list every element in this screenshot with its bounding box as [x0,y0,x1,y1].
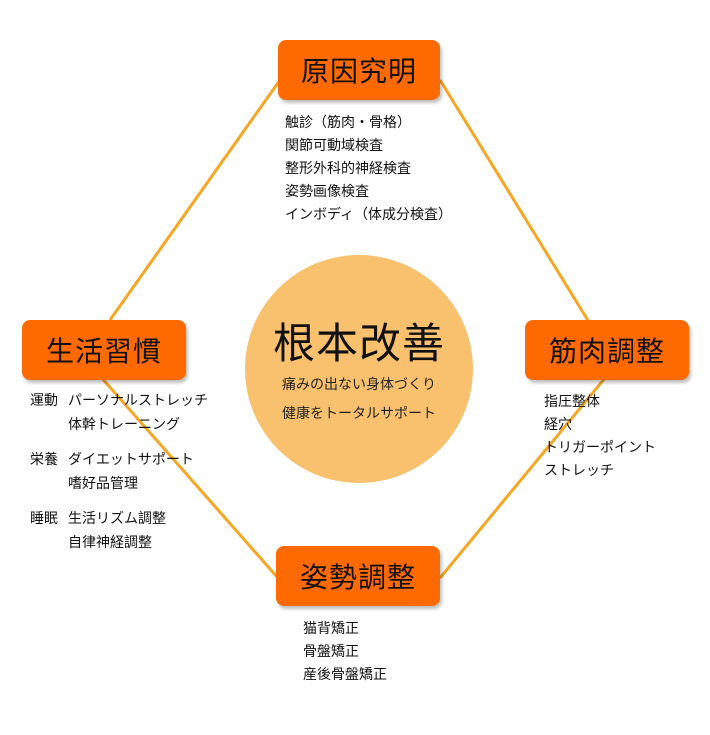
habit-label: 栄養 [30,452,58,468]
list-item: 整形外科的神経検査 [285,161,411,177]
list-item: 骨盤矯正 [303,644,359,660]
center-line-2: 健康をトータルサポート [282,406,436,422]
list-item: 姿勢画像検査 [285,184,369,200]
list-item: 猫背矯正 [303,621,359,637]
posture-adjustment-list: 猫背矯正 骨盤矯正 産後骨盤矯正 [303,618,387,687]
habit-group-sleep: 睡眠 生活リズム調整 自律神経調整 [30,507,166,555]
muscle-adjustment-list: 指圧整体 経穴 トリガーポイント ストレッチ [544,391,656,483]
node-posture-adjustment: 姿勢調整 [276,546,440,606]
node-muscle-adjustment: 筋肉調整 [525,320,689,380]
list-item: トリガーポイント [544,440,656,456]
cause-investigation-list: 触診（筋肉・骨格） 関節可動域検査 整形外科的神経検査 姿勢画像検査 インボディ… [285,112,452,227]
node-lifestyle-habits: 生活習慣 [22,320,186,380]
list-item: インボディ（体成分検査） [285,207,453,223]
habit-label: 睡眠 [30,511,58,527]
connector-bottom-left [98,375,280,579]
list-item: 指圧整体 [544,394,600,410]
center-circle [245,255,473,483]
habit-group-nutrition: 栄養 ダイエットサポート 嗜好品管理 [30,448,194,496]
habit-label: 運動 [30,393,58,409]
habit-group-exercise: 運動 パーソナルストレッチ 体幹トレーニング [30,389,208,437]
list-item: 触診（筋肉・骨格） [285,115,411,131]
center-title: 根本改善 [272,319,445,368]
connector-right-bottom [438,377,607,579]
list-item: 産後骨盤矯正 [303,667,387,683]
habit-item: 体幹トレーニング [68,417,180,433]
center-line-1: 痛みの出ない身体づくり [282,377,436,393]
list-item: 経穴 [544,417,572,433]
habit-item: ダイエットサポート [68,452,194,468]
habit-item: 嗜好品管理 [68,476,138,492]
habit-item: 自律神経調整 [68,535,152,551]
list-item: ストレッチ [544,463,614,479]
habit-item: 生活リズム調整 [68,511,166,527]
habit-item: パーソナルストレッチ [68,393,208,409]
list-item: 関節可動域検査 [285,138,383,154]
node-cause-investigation: 原因究明 [278,40,440,100]
connector-top-right [438,79,602,341]
connector-left-top [108,79,282,321]
